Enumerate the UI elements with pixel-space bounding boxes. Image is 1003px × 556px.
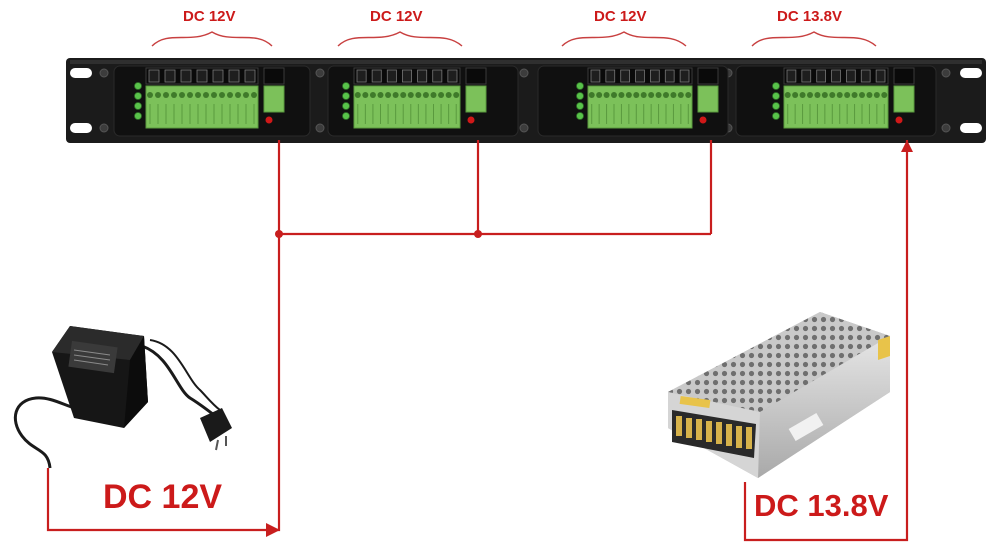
wire-psu — [743, 140, 909, 542]
section-1-label: DC 12V — [183, 8, 236, 25]
ac-adapter-icon — [13, 326, 232, 469]
terminal-modules — [134, 67, 915, 129]
adapter-voltage-label: DC 12V — [103, 478, 223, 516]
rack-hole-icon — [960, 123, 982, 133]
rack-hole-icon — [70, 68, 92, 78]
section-2-label: DC 12V — [370, 8, 423, 25]
arrow-up-icon — [901, 140, 913, 152]
section-3-label: DC 12V — [594, 8, 647, 25]
arrow-right-icon — [266, 523, 280, 537]
switching-power-supply-icon — [668, 312, 890, 478]
wiring — [46, 140, 909, 542]
section-braces — [151, 31, 877, 47]
psu-voltage-label: DC 13.8V — [754, 488, 889, 523]
section-4-label: DC 13.8V — [777, 8, 843, 25]
wire-adapter — [46, 140, 281, 532]
rack-hole-icon — [70, 123, 92, 133]
rack-hole-icon — [960, 68, 982, 78]
wire-junctions — [275, 230, 482, 238]
